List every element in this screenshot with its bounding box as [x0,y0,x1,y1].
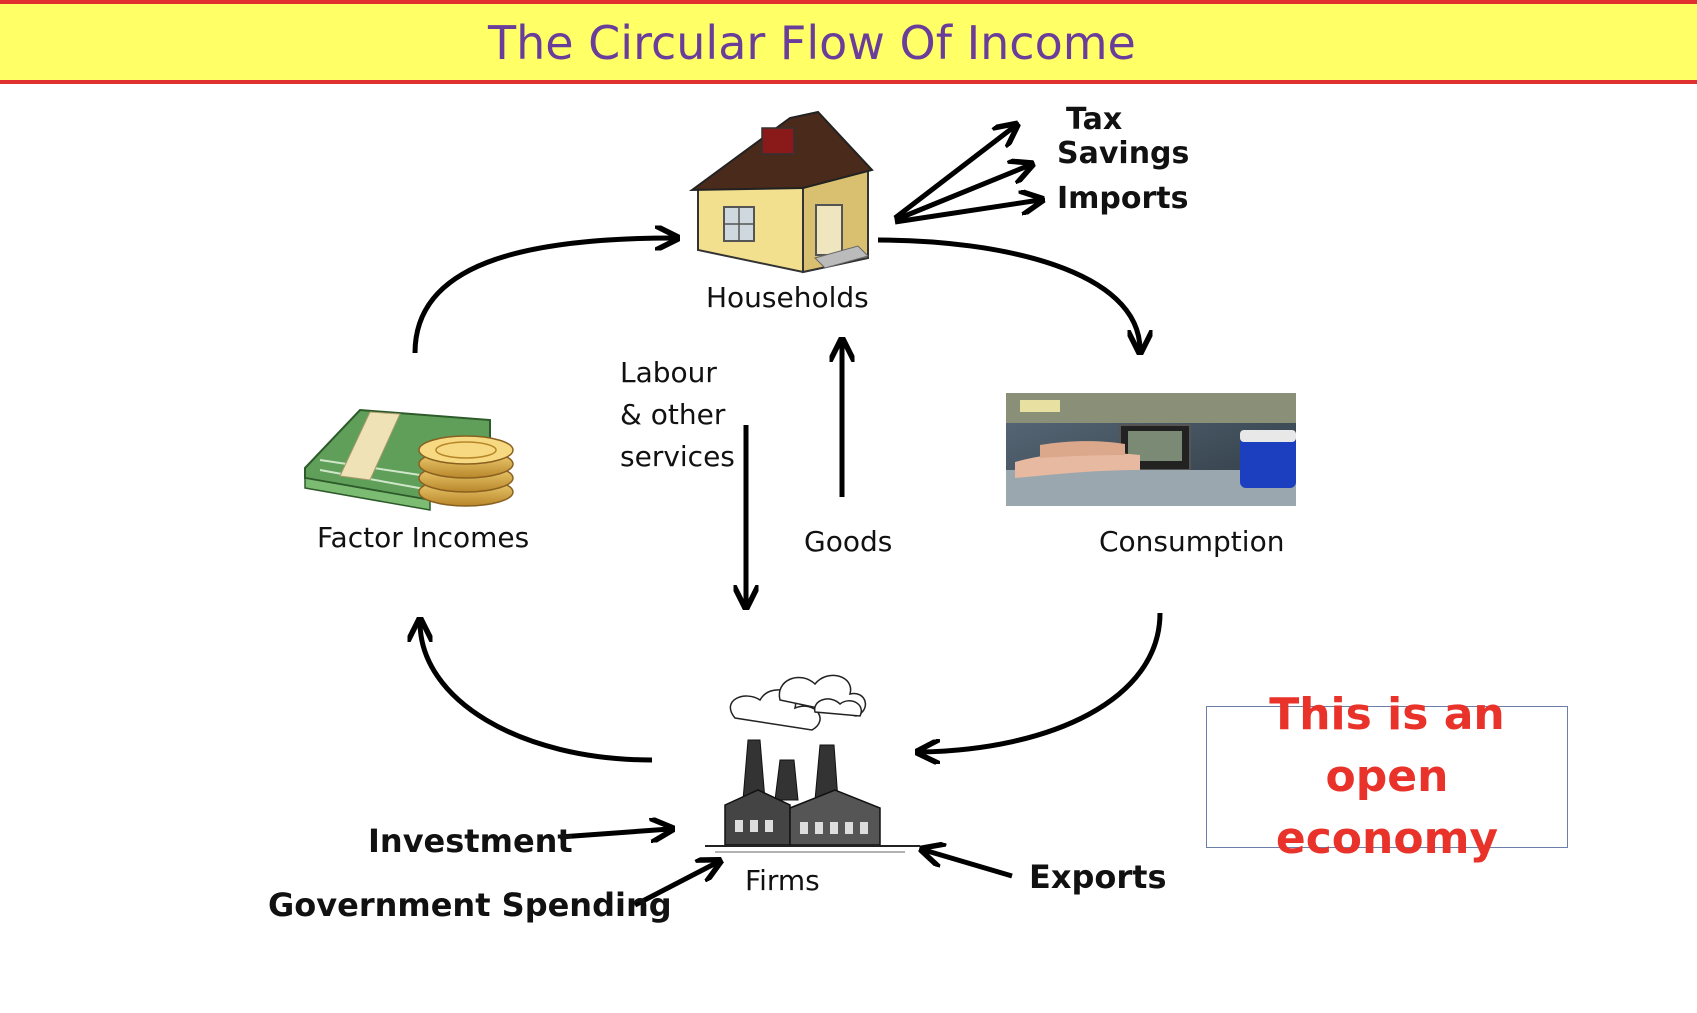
open-economy-callout: This is an open economy [1206,689,1568,864]
withdrawal-arrows [893,126,1040,225]
factor-incomes-label: Factor Incomes [317,521,530,554]
arrow-exports [924,850,1013,879]
arrow-households-to-consumption [877,237,1140,350]
injection-government-spending-label: Government Spending [268,886,672,924]
money-stack-icon [304,408,514,511]
arrow-factor-to-households [412,238,675,354]
flow-arrows [412,237,1163,763]
checkout-photo [1006,393,1296,506]
labour-line-1: Labour [620,356,717,389]
households-label: Households [706,281,869,314]
factory-icon [705,674,920,853]
page-title: The Circular Flow Of Income [488,16,1136,70]
house-icon [688,110,874,274]
labour-services-label: Labour & other services [620,352,735,478]
withdrawal-tax-label: Tax [1066,102,1123,137]
arrow-investment [559,829,670,837]
labour-line-2: & other [620,398,726,431]
injection-exports-label: Exports [1029,858,1167,896]
firms-label: Firms [745,864,820,897]
injection-arrows [559,829,1013,908]
arrow-government-spending [633,862,718,908]
labour-line-3: services [620,440,735,473]
open-economy-callout-text: This is an open economy [1269,689,1505,864]
title-banner: The Circular Flow Of Income [0,0,1697,84]
withdrawal-savings-label: Savings [1057,136,1190,171]
withdrawal-imports-label: Imports [1057,181,1189,216]
injection-investment-label: Investment [368,822,573,860]
consumption-label: Consumption [1099,525,1285,558]
goods-label: Goods [804,525,893,558]
arrow-consumption-to-firms [920,612,1163,752]
arrow-firms-to-factor [420,622,653,763]
